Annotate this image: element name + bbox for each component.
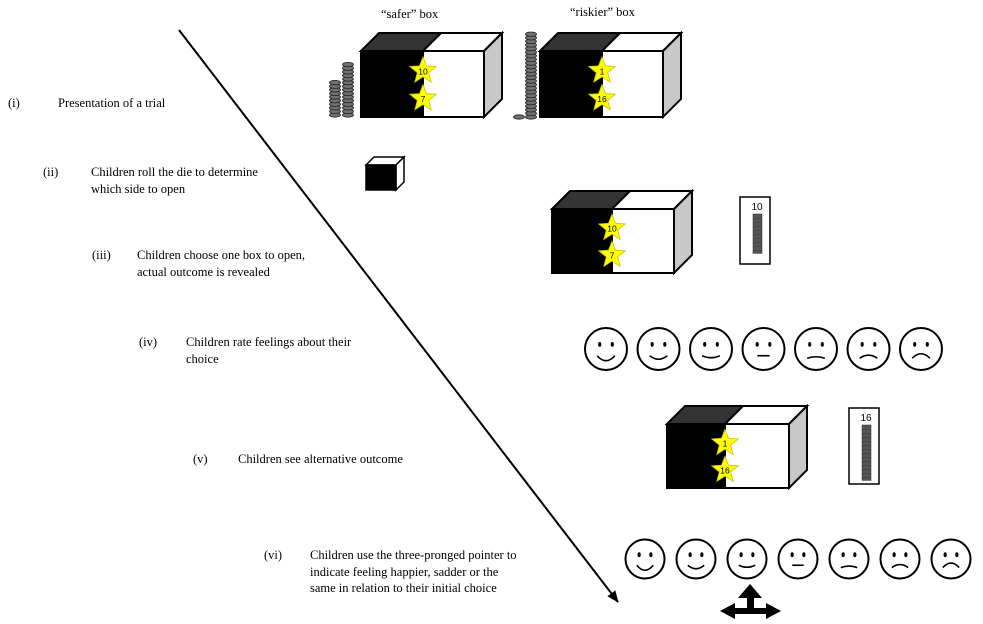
step-4-text-line-1: Children rate feelings about their bbox=[186, 335, 352, 349]
die-icon bbox=[364, 155, 406, 192]
star-icon bbox=[408, 83, 438, 111]
token bbox=[861, 468, 872, 473]
step-2-number: (ii) bbox=[43, 165, 59, 179]
token bbox=[752, 225, 763, 230]
neutral-face-icon bbox=[741, 327, 786, 371]
token bbox=[752, 217, 763, 222]
alternative-box: 1 16 bbox=[664, 403, 810, 491]
slightly-happy-face-icon bbox=[726, 538, 768, 580]
step-5-text: Children see alternative outcome bbox=[238, 452, 403, 466]
token bbox=[752, 221, 763, 226]
step-4-number: (iv) bbox=[139, 335, 158, 349]
coin bbox=[342, 61, 354, 68]
very-happy-face-icon bbox=[584, 327, 628, 371]
token bbox=[752, 229, 763, 234]
coin bbox=[329, 80, 341, 86]
token bbox=[752, 233, 763, 238]
step-1-text: Presentation of a trial bbox=[58, 96, 166, 110]
token bbox=[752, 237, 763, 242]
star-value-top: 10 bbox=[607, 224, 617, 234]
chosen-box: 10 7 bbox=[549, 188, 695, 276]
riskier-box-label: “riskier” box bbox=[570, 5, 635, 19]
star-icon bbox=[597, 213, 627, 241]
three-pronged-pointer-icon bbox=[720, 584, 781, 619]
star-icon bbox=[587, 83, 617, 111]
alternative-token-count: 16 bbox=[860, 413, 872, 424]
token bbox=[861, 444, 872, 449]
very-sad-face-icon bbox=[899, 327, 943, 371]
safer-box-label: “safer” box bbox=[381, 7, 439, 21]
chosen-token-count: 10 bbox=[751, 202, 763, 213]
step-3-text-line-2: actual outcome is revealed bbox=[137, 264, 270, 279]
star-value-bottom: 7 bbox=[421, 94, 426, 104]
token bbox=[861, 440, 872, 445]
token bbox=[861, 460, 872, 465]
step-2-text-line-1: Children roll the die to determine bbox=[91, 165, 258, 179]
token bbox=[752, 241, 763, 246]
star-value-bottom: 7 bbox=[610, 251, 615, 261]
star-value-top: 1 bbox=[600, 66, 605, 76]
alternative-token-card: 16 bbox=[848, 407, 880, 485]
riskier-box: 1 16 bbox=[537, 30, 684, 120]
coin bbox=[525, 31, 537, 37]
token bbox=[861, 456, 872, 461]
very-happy-face-icon bbox=[624, 538, 666, 580]
slightly-sad-face-icon bbox=[794, 327, 838, 371]
feelings-scale-initial bbox=[584, 327, 943, 371]
slightly-happy-face-icon bbox=[689, 327, 733, 371]
star-icon bbox=[710, 428, 740, 456]
neutral-face-icon bbox=[777, 538, 819, 580]
token bbox=[861, 464, 872, 469]
step-2-text-line-2: which side to open bbox=[91, 181, 186, 196]
star-icon bbox=[408, 55, 438, 83]
chosen-token-card: 10 bbox=[739, 196, 771, 265]
happy-face-icon bbox=[636, 327, 681, 371]
token bbox=[861, 436, 872, 441]
step-6-text-line-2: indicate feeling happier, sadder or the bbox=[310, 564, 499, 579]
slightly-sad-face-icon bbox=[828, 538, 870, 580]
step-1-number: (i) bbox=[8, 96, 20, 110]
star-icon bbox=[597, 239, 627, 268]
very-sad-face-icon bbox=[930, 538, 972, 580]
step-6-number: (vi) bbox=[264, 548, 283, 562]
step-6-text-line-1: Children use the three-pronged pointer t… bbox=[310, 548, 517, 562]
token bbox=[752, 245, 763, 250]
step-3-number: (iii) bbox=[92, 248, 111, 262]
star-icon bbox=[710, 454, 740, 483]
star-value-top: 1 bbox=[723, 439, 728, 449]
feelings-scale-comparison bbox=[624, 538, 972, 580]
token bbox=[861, 448, 872, 453]
star-value-top: 10 bbox=[418, 66, 428, 76]
token bbox=[861, 424, 872, 429]
token bbox=[861, 472, 872, 477]
step-6-text-line-3: same in relation to their initial choice bbox=[310, 581, 497, 595]
step-3-text-line-1: Children choose one box to open, bbox=[137, 248, 306, 262]
sad-face-icon bbox=[879, 538, 921, 580]
safer-coin-stacks bbox=[329, 61, 354, 118]
happy-face-icon bbox=[675, 538, 717, 580]
token bbox=[861, 428, 872, 433]
token bbox=[752, 213, 763, 218]
step-5-number: (v) bbox=[193, 452, 208, 466]
safer-box: 10 7 bbox=[358, 30, 505, 120]
token bbox=[752, 249, 763, 254]
token bbox=[861, 432, 872, 437]
timeline-arrow bbox=[178, 29, 619, 603]
token bbox=[861, 452, 872, 457]
star-icon bbox=[587, 55, 617, 83]
star-value-bottom: 16 bbox=[597, 94, 607, 104]
sad-face-icon bbox=[846, 327, 891, 371]
coin bbox=[513, 114, 525, 120]
star-value-bottom: 16 bbox=[720, 466, 730, 476]
token bbox=[861, 476, 872, 481]
riskier-coin-stacks bbox=[513, 31, 537, 120]
step-4-text-line-2: choice bbox=[186, 351, 219, 366]
